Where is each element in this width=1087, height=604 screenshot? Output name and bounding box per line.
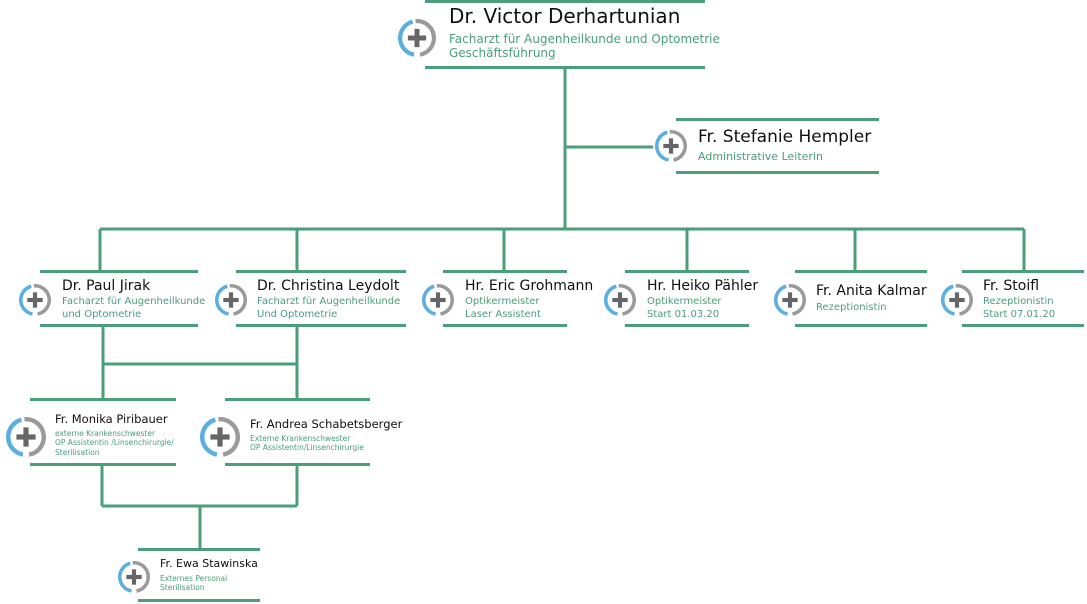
person-name: Fr. Anita Kalmar — [816, 283, 927, 299]
node-bottom-border — [425, 66, 705, 69]
person-role-line: Optikermeister — [647, 296, 722, 307]
node-top-border — [30, 398, 176, 401]
person-role-line: Und Optometrie — [257, 309, 338, 320]
person-role-line: OP Assistentin/Linsenchirurgie — [250, 443, 364, 452]
medical-plus-icon — [116, 559, 152, 595]
person-name: Dr. Paul Jirak — [62, 278, 151, 294]
node-bottom-border — [795, 324, 927, 327]
person-role-line: Administrative Leiterin — [698, 150, 823, 163]
node-top-border — [225, 398, 370, 401]
node-bottom-border — [962, 324, 1084, 327]
node-bottom-border — [625, 324, 749, 327]
node-top-border — [40, 270, 198, 273]
person-role-line: Facharzt für Augenheilkunde und Optometr… — [449, 32, 720, 46]
person-role-line: und Optometrie — [62, 309, 142, 320]
node-top-border — [795, 270, 927, 273]
person-role-line: Facharzt für Augenheilkunde — [62, 296, 206, 307]
node-top-border — [443, 270, 567, 273]
node-bottom-border — [138, 599, 260, 602]
person-name: Dr. Christina Leydolt — [257, 278, 400, 294]
person-name: Fr. Stefanie Hempler — [698, 127, 872, 147]
person-name: Fr. Stoifl — [983, 278, 1040, 294]
medical-plus-icon — [198, 415, 242, 459]
node-top-border — [425, 0, 705, 3]
person-name: Hr. Heiko Pähler — [647, 278, 759, 294]
medical-plus-icon — [213, 282, 249, 318]
person-role-line: externe Krankenschwester — [55, 428, 156, 438]
node-top-border — [236, 270, 406, 273]
person-role-line: OP Assistentin /Linsenchirurgie/ — [55, 438, 174, 447]
node-bottom-border — [30, 463, 176, 466]
medical-plus-icon — [602, 282, 638, 318]
node-bottom-border — [40, 324, 198, 327]
medical-plus-icon — [420, 282, 456, 318]
person-name: Dr. Victor Derhartunian — [449, 4, 681, 28]
person-role-line: Start 01.03.20 — [647, 309, 720, 320]
node-top-border — [676, 118, 879, 121]
node-bottom-border — [225, 463, 370, 466]
person-role-line: Optikermeister — [465, 296, 540, 307]
person-role-line: Facharzt für Augenheilkunde — [257, 296, 401, 307]
node-bottom-border — [236, 324, 406, 327]
node-bottom-border — [443, 324, 567, 327]
medical-plus-icon — [396, 17, 438, 59]
person-role-line: Rezeptionistin — [983, 296, 1054, 307]
node-top-border — [962, 270, 1084, 273]
medical-plus-icon — [4, 415, 48, 459]
node-top-border — [625, 270, 749, 273]
node-bottom-border — [676, 171, 879, 174]
person-role-line: Start 07.01.20 — [983, 309, 1056, 320]
person-role-line: Sterilisation — [160, 583, 205, 592]
person-role-line: Laser Assistent — [465, 309, 541, 320]
person-name: Fr. Andrea Schabetsberger — [250, 416, 403, 431]
person-name: Fr. Monika Piribauer — [55, 411, 168, 426]
person-role-line: Externes Personal — [160, 573, 228, 583]
node-top-border — [138, 548, 260, 551]
medical-plus-icon — [772, 282, 808, 318]
person-name: Hr. Eric Grohmann — [465, 278, 594, 294]
medical-plus-icon — [939, 282, 975, 318]
medical-plus-icon — [17, 282, 53, 318]
person-role-line: Geschäftsführung — [449, 46, 556, 60]
person-role-line: Rezeptionistin — [816, 302, 887, 313]
medical-plus-icon — [653, 128, 689, 164]
person-role-line: Sterilisation — [55, 447, 100, 457]
person-name: Fr. Ewa Stawinska — [160, 557, 258, 570]
person-role-line: Externe Krankenschwester — [250, 433, 351, 443]
